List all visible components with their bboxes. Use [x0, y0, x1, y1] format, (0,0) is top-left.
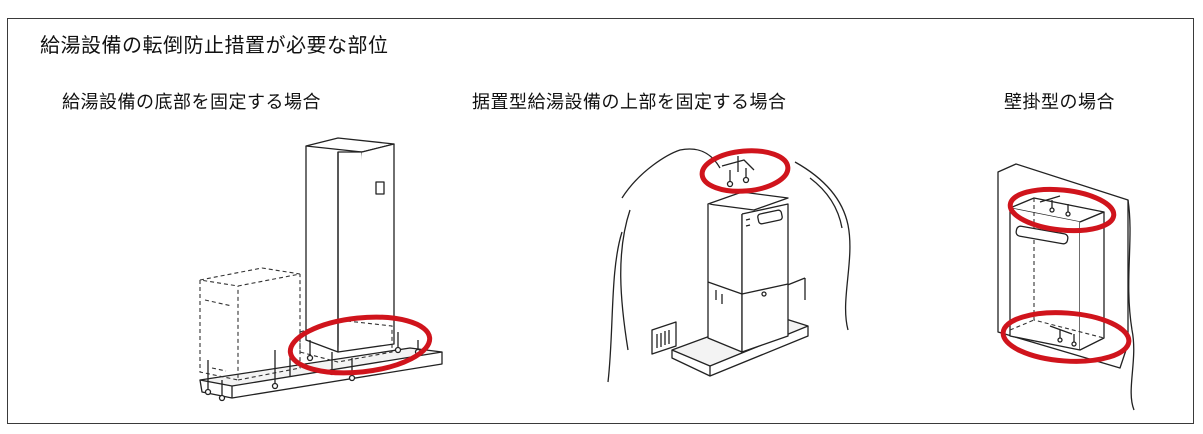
- lower-wall-fixing-highlight: [1000, 310, 1132, 364]
- bottom-fixing-highlight: [287, 314, 433, 376]
- figure-frame: [7, 18, 1194, 424]
- figure-title: 給湯設備の転倒防止措置が必要な部位: [40, 33, 389, 57]
- panel-label-wall-mounted: 壁掛型の場合: [1004, 92, 1115, 113]
- outdoor-unit-outline: [199, 267, 301, 402]
- floor-standing-water-heater-illustration: [199, 137, 443, 402]
- top-fixing-highlight: [699, 148, 791, 194]
- wall-mounted-water-heater-illustration: [997, 163, 1135, 411]
- upper-wall-fixing-highlight: [1007, 186, 1117, 234]
- wall-outlet: [651, 321, 677, 355]
- top-fixed-water-heater-illustration: [607, 148, 851, 383]
- panel-label-bottom-fixing: 給湯設備の底部を固定する場合: [62, 92, 321, 113]
- panel-label-top-fixing: 据置型給湯設備の上部を固定する場合: [472, 92, 787, 113]
- storage-tank-unit: [299, 137, 422, 382]
